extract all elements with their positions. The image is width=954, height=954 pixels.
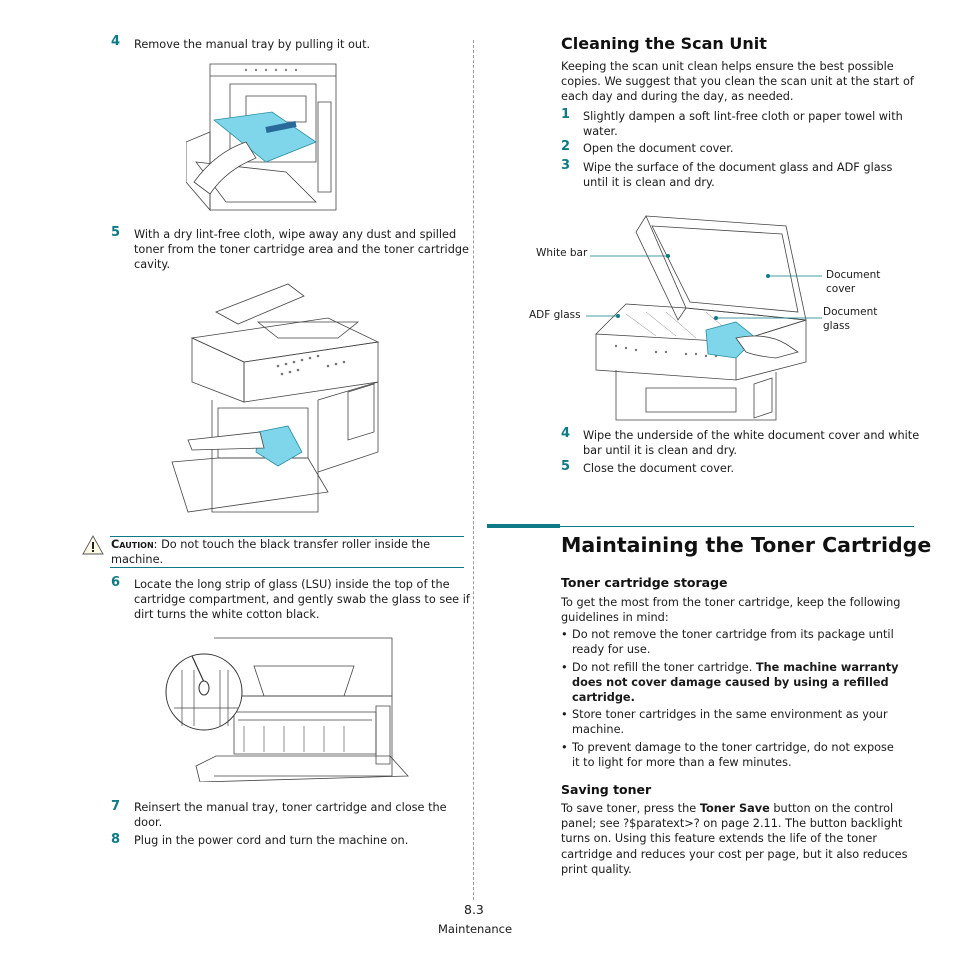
storage-heading: Toner cartridge storage: [561, 575, 728, 590]
step-number-6: 6: [111, 575, 121, 590]
scan-step-number-1: 1: [561, 107, 571, 122]
section-rule-accent: [487, 524, 560, 528]
scan-step-4-text: Wipe the underside of the white document…: [583, 429, 920, 458]
scan-step-number-4: 4: [561, 426, 571, 441]
caution-text: Caution: Do not touch the black transfer…: [111, 538, 431, 567]
toner-save-button-name: Toner Save: [699, 802, 770, 815]
scan-step-number-3: 3: [561, 158, 571, 173]
lsu-glass-illustration: [165, 637, 409, 782]
caution-bottom-rule: [110, 567, 464, 568]
toner-cavity-illustration: [171, 283, 380, 513]
step-8-text: Plug in the power cord and turn the mach…: [134, 834, 409, 847]
step-number-4: 4: [111, 34, 121, 49]
scan-unit-illustration: [586, 215, 822, 421]
scan-step-5-text: Close the document cover.: [583, 462, 735, 475]
white-bar-label: White bar: [536, 247, 588, 259]
step-5-text: With a dry lint-free cloth, wipe away an…: [134, 228, 469, 272]
scan-intro: Keeping the scan unit clean helps ensure…: [561, 60, 914, 104]
page-number: 8.3: [464, 902, 484, 917]
scan-step-2-text: Open the document cover.: [583, 142, 734, 155]
adf-glass-label: ADF glass: [529, 309, 581, 321]
step-number-8: 8: [111, 832, 121, 847]
section-rule-line: [560, 526, 914, 527]
column-divider: [473, 40, 474, 900]
step-6-text: Locate the long strip of glass (LSU) ins…: [134, 578, 470, 622]
step-number-7: 7: [111, 799, 121, 814]
saving-toner-heading: Saving toner: [561, 782, 652, 797]
step-7-text: Reinsert the manual tray, toner cartridg…: [134, 801, 447, 830]
manual-tray-illustration: [186, 63, 337, 212]
scan-step-number-2: 2: [561, 139, 571, 154]
step-number-5: 5: [111, 225, 121, 240]
footer-section-title: Maintenance: [438, 922, 513, 936]
step-4-text: Remove the manual tray by pulling it out…: [134, 38, 371, 51]
caution-label: Caution: [111, 538, 154, 551]
document-cover-label: Document cover: [826, 269, 881, 295]
scan-step-3-text: Wipe the surface of the document glass a…: [583, 161, 893, 190]
document-glass-label: Document glass: [823, 306, 878, 332]
toner-section-heading: Maintaining the Toner Cartridge: [561, 533, 932, 557]
scan-unit-heading: Cleaning the Scan Unit: [561, 34, 767, 53]
scan-step-number-5: 5: [561, 459, 571, 474]
storage-intro: To get the most from the toner cartridge…: [561, 596, 901, 625]
caution-icon: [82, 535, 104, 555]
scan-step-1-text: Slightly dampen a soft lint-free cloth o…: [583, 110, 903, 139]
saving-toner-text: To save toner, press the Toner Save butt…: [561, 802, 908, 876]
caution-top-rule: [110, 536, 464, 537]
